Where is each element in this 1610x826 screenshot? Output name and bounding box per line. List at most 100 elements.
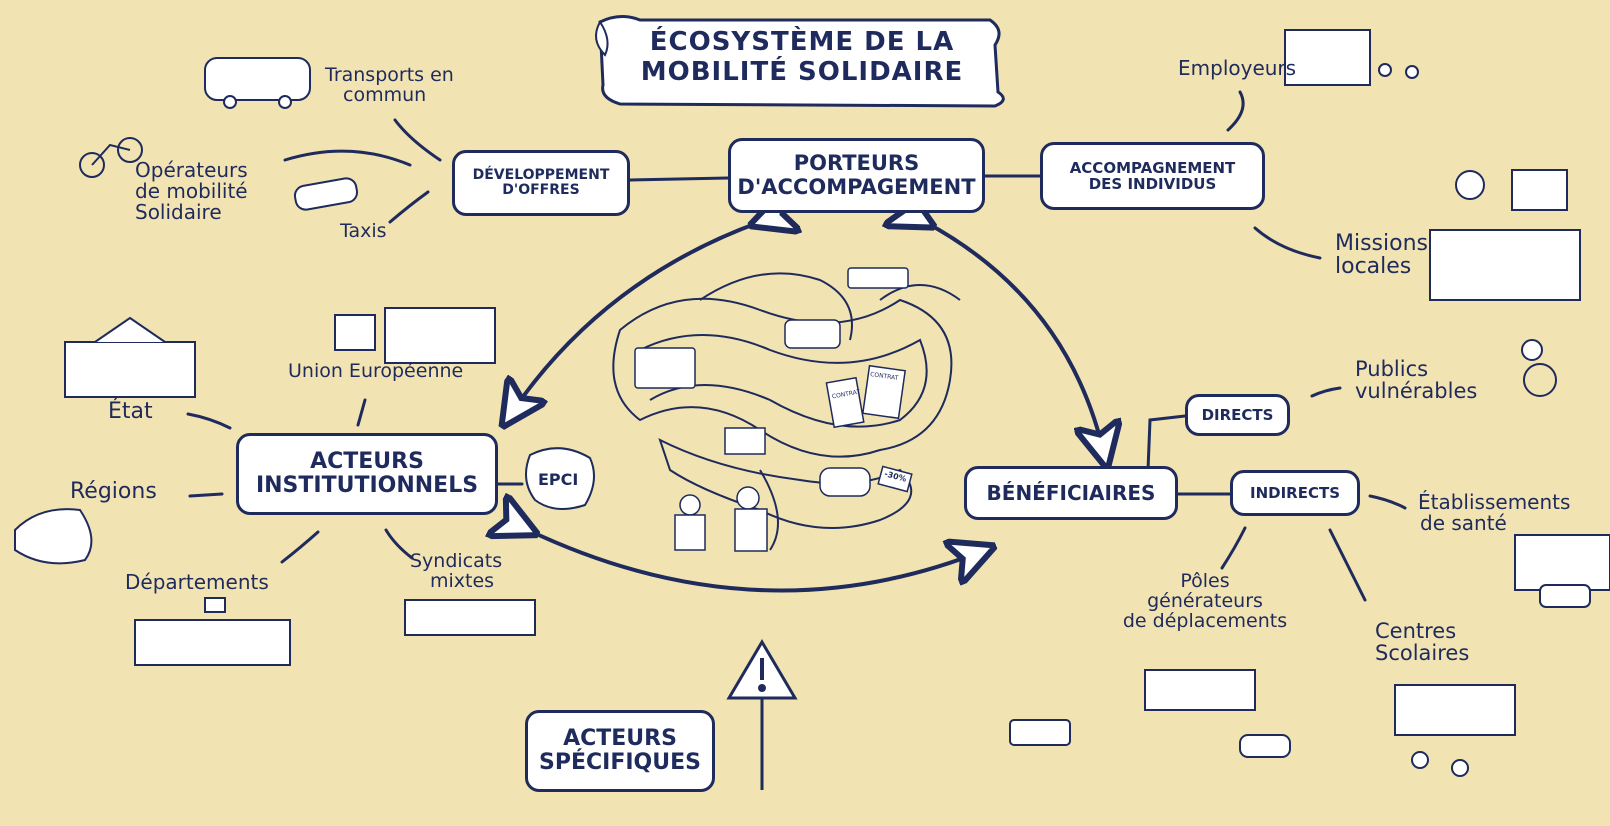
label-transports-line-2: commun	[343, 83, 427, 106]
warning-sign	[726, 639, 798, 790]
bus-icon	[204, 57, 311, 101]
taxi-icon	[293, 177, 359, 211]
label-syndicats-line-1: Syndicats	[410, 550, 503, 572]
spoke-publics	[1310, 386, 1342, 398]
train-icon	[1009, 719, 1071, 746]
title-line-2: MOBILITÉ SOLIDAIRE	[640, 56, 964, 87]
box-specifiques-line-2: SPÉCIFIQUES	[539, 750, 701, 775]
employeurs-building-icon	[1284, 29, 1371, 86]
label-etablissements-line-2: de santé	[1420, 511, 1507, 535]
exclamation-dot-icon	[758, 684, 766, 692]
connector-lines	[186, 90, 1407, 602]
hospital-icon	[1514, 534, 1610, 591]
arrow-porteurs-beneficiaires	[925, 222, 1105, 458]
label-operateurs: Opérateurs de mobilité Solidaire	[135, 160, 248, 223]
etat-roof-icon	[94, 316, 166, 343]
box-directs: DIRECTS	[1185, 394, 1290, 436]
eu-building-icon	[384, 307, 496, 364]
employee-icon	[1378, 63, 1392, 77]
label-operateurs-line-2: de mobilité	[135, 179, 248, 203]
bicycle-wheel-icon	[79, 152, 105, 178]
spoke-etat	[186, 412, 232, 430]
box-acteurs-institutionnels: ACTEURS INSTITUTIONNELS	[236, 433, 498, 515]
label-operateurs-line-1: Opérateurs	[135, 158, 248, 182]
box-indirects-line-1: INDIRECTS	[1249, 483, 1340, 502]
spoke-union	[356, 398, 367, 427]
etat-building-icon	[64, 341, 196, 398]
spoke-missions	[1253, 226, 1322, 260]
box-institutionnels-line-2: INSTITUTIONNELS	[255, 473, 479, 498]
spoke-syndicats	[384, 528, 414, 560]
title-line-1: ÉCOSYSTÈME DE LA	[649, 27, 955, 57]
discount-tag-icon	[877, 465, 913, 493]
advisor-icon	[1455, 170, 1485, 200]
box-beneficiaires-line-1: BÉNÉFICIAIRES	[986, 481, 1156, 505]
label-transports: Transports en commun	[325, 65, 454, 106]
label-operateurs-line-3: Solidaire	[135, 200, 222, 224]
box-indirects: INDIRECTS	[1230, 470, 1360, 516]
label-centres: Centres Scolaires	[1375, 620, 1469, 664]
departements-building-icon	[134, 619, 291, 666]
station-building-icon	[1144, 669, 1256, 711]
person-icon-2	[736, 486, 760, 510]
contract-icon-2	[861, 364, 907, 420]
arrow-porteurs-institutionnels	[508, 222, 760, 418]
label-departements: Départements	[125, 570, 269, 594]
box-directs-line-1: DIRECTS	[1201, 405, 1274, 424]
label-missions: Missions locales	[1335, 232, 1428, 278]
missions-desk-icon	[1429, 229, 1581, 301]
label-centres-line-2: Scolaires	[1375, 641, 1470, 666]
connector-offres-porteurs	[628, 176, 730, 182]
whiteboard-icon	[634, 347, 696, 389]
bus-stop-icon	[1239, 734, 1291, 758]
bus-wheel-icon	[223, 95, 237, 109]
spoke-operateurs	[283, 149, 412, 167]
missions-board-icon	[1511, 169, 1568, 211]
employee-icon-2	[1405, 65, 1419, 79]
meeting-table-icon	[404, 599, 536, 636]
tangled-roads-illustration	[612, 272, 961, 551]
label-syndicats: Syndicats mixtes	[410, 550, 503, 592]
box-porteurs: PORTEURS D'ACCOMPAGEMENT	[728, 138, 985, 213]
box-accompagnement-line-2: DES INDIVIDUS	[1088, 175, 1217, 193]
child-icon	[1411, 751, 1429, 769]
label-epci: EPCI	[538, 470, 579, 489]
box-beneficiaires: BÉNÉFICIAIRES	[964, 466, 1178, 520]
spoke-etablissements	[1368, 494, 1407, 510]
car-icon	[819, 467, 871, 497]
label-poles-line-3: de déplacements	[1122, 609, 1288, 632]
label-etablissements-line-1: Établissements	[1418, 490, 1571, 514]
spoke-transports	[393, 118, 442, 162]
label-taxis: Taxis	[340, 220, 387, 242]
epci-map-icon	[525, 447, 595, 510]
toolbox-icon	[724, 427, 766, 455]
label-missions-line-1: Missions	[1335, 231, 1428, 256]
van-icon	[784, 319, 841, 349]
departements-flag-icon	[204, 597, 226, 613]
spoke-centres	[1328, 528, 1367, 602]
label-publics-line-1: Publics	[1355, 357, 1429, 381]
arrow-institutionnels-beneficiaires	[528, 530, 985, 593]
ambulance-icon	[1539, 584, 1591, 608]
label-publics: Publics vulnérables	[1355, 358, 1477, 402]
eu-flag-icon	[334, 314, 376, 351]
contract-icon	[825, 376, 865, 429]
spoke-taxis	[388, 190, 430, 224]
person-body-icon-2	[734, 508, 768, 552]
box-porteurs-line-2: D'ACCOMPAGEMENT	[737, 174, 976, 199]
tangle-vignettes	[634, 267, 913, 552]
bicycle-frame-icon	[91, 143, 131, 166]
box-porteurs-line-1: PORTEURS	[793, 151, 920, 176]
label-missions-line-2: locales	[1335, 254, 1412, 280]
label-poles-line-2: générateurs	[1147, 589, 1263, 612]
box-developpement: DÉVELOPPEMENT D'OFFRES	[452, 150, 630, 216]
box-institutionnels-line-1: ACTEURS	[310, 448, 424, 474]
label-publics-line-2: vulnérables	[1355, 379, 1478, 404]
banknotes-icon	[847, 267, 909, 289]
bicycle-wheel-icon-2	[117, 137, 143, 163]
box-developpement-line-1: DÉVELOPPEMENT	[472, 166, 610, 183]
person-icon	[679, 494, 701, 516]
label-centres-line-1: Centres	[1375, 619, 1457, 643]
label-employeurs: Employeurs	[1178, 56, 1297, 80]
label-poles: Pôles générateurs de déplacements	[1095, 571, 1315, 632]
